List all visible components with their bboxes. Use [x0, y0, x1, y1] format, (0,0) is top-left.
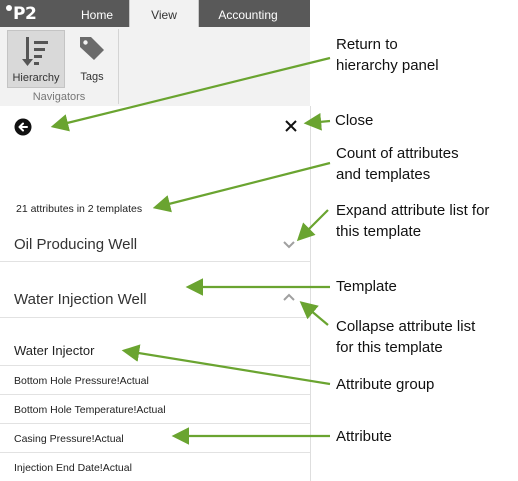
callout-close: Close — [335, 112, 374, 129]
callout-return: Return to hierarchy panel — [336, 34, 439, 76]
hierarchy-button[interactable]: Hierarchy — [7, 30, 65, 88]
chevron-up-icon[interactable] — [282, 292, 296, 302]
callout-attribute-group: Attribute group — [336, 376, 435, 393]
attribute-group-row: Water Injector — [0, 318, 310, 366]
attribute-group-label: Water Injector — [14, 343, 95, 358]
template-label: Water Injection Well — [14, 291, 147, 308]
arrow-close — [303, 113, 331, 131]
arrow-expand — [296, 209, 329, 242]
callout-count-line1: Count of attributes — [336, 145, 459, 162]
template-row-water-injection-well[interactable]: Water Injection Well — [0, 262, 310, 318]
attribute-label: Injection End Date!Actual — [14, 462, 132, 474]
template-label: Oil Producing Well — [14, 236, 138, 253]
attribute-label: Bottom Hole Temperature!Actual — [14, 404, 166, 416]
back-arrow-icon — [14, 118, 32, 136]
close-icon — [285, 120, 297, 132]
attribute-row[interactable]: Bottom Hole Temperature!Actual — [0, 395, 310, 424]
hierarchy-button-label: Hierarchy — [12, 72, 60, 84]
tags-button-label: Tags — [80, 71, 104, 83]
callout-template: Template — [336, 278, 397, 295]
arrow-return — [50, 56, 331, 132]
hierarchy-icon — [22, 37, 48, 66]
tags-button[interactable]: Tags — [64, 30, 120, 86]
callout-collapse: Collapse attribute list for this templat… — [336, 316, 475, 358]
attributes-panel: 21 attributes in 2 templates Oil Produci… — [0, 106, 311, 481]
ribbon-tab-bar: P2 Home View Accounting — [0, 0, 310, 27]
callout-count-line2: and templates — [336, 166, 431, 183]
ribbon-divider — [118, 29, 119, 104]
template-row-oil-producing-well[interactable]: Oil Producing Well — [0, 230, 310, 262]
callout-return-line1: Return to — [336, 36, 398, 53]
arrow-count — [152, 161, 331, 213]
attribute-count: 21 attributes in 2 templates — [16, 203, 143, 215]
arrow-collapse — [299, 301, 329, 326]
attribute-label: Bottom Hole Pressure!Actual — [14, 375, 149, 387]
arrow-attribute-group — [121, 344, 331, 386]
app-logo: P2 — [6, 4, 50, 24]
attribute-row[interactable]: Casing Pressure!Actual — [0, 424, 310, 453]
callout-expand: Expand attribute list for this template — [336, 200, 489, 242]
callout-return-line2: hierarchy panel — [336, 57, 439, 74]
ribbon-body: Hierarchy Tags Navigators — [0, 27, 310, 107]
tab-home[interactable]: Home — [80, 8, 113, 22]
callout-attribute: Attribute — [336, 428, 392, 445]
attribute-label: Casing Pressure!Actual — [14, 433, 124, 445]
callout-expand-line1: Expand attribute list for — [336, 202, 490, 219]
attribute-row[interactable]: Bottom Hole Pressure!Actual — [0, 366, 310, 395]
tag-icon — [80, 37, 104, 60]
navigators-group-label: Navigators — [32, 91, 86, 103]
callout-collapse-line2: for this template — [336, 339, 443, 356]
attribute-row[interactable]: Injection End Date!Actual — [0, 453, 310, 481]
callout-expand-line2: this template — [336, 223, 422, 240]
tab-accounting[interactable]: Accounting — [218, 8, 278, 22]
chevron-down-icon[interactable] — [282, 240, 296, 250]
back-button[interactable] — [14, 118, 32, 136]
callout-count: Count of attributes and templates — [336, 143, 459, 185]
callout-collapse-line1: Collapse attribute list — [336, 318, 476, 335]
tab-view[interactable]: View — [129, 0, 199, 27]
close-button[interactable] — [284, 119, 298, 133]
